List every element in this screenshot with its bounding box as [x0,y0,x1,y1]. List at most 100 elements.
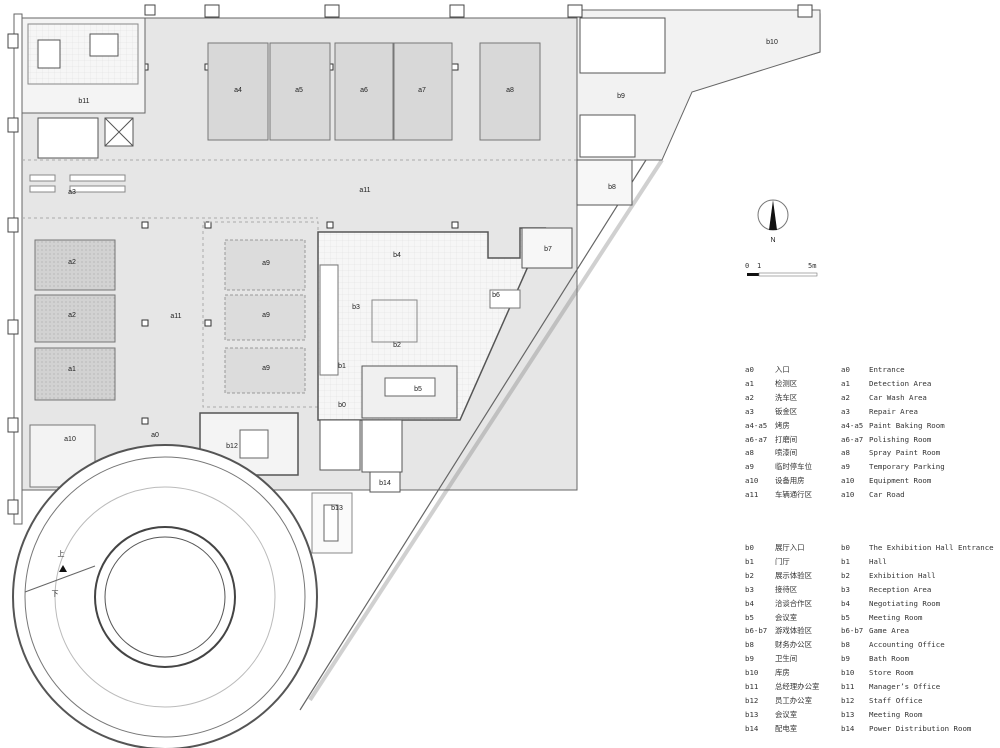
legend-code-en: b2 [841,570,850,580]
legend-code: b14 [745,723,759,733]
label-a8: a8 [506,87,514,94]
detection-bay [34,347,116,401]
legend-cn: 配电室 [775,723,798,733]
legend-en: Store Room [869,668,914,678]
legend-code: b5 [745,612,754,622]
legend-en: Repair Area [869,406,918,416]
sofa-icon [89,33,119,57]
legend-code-en: a3 [841,406,850,416]
legend-code: a10 [745,476,759,486]
label-a2b: a2 [68,312,76,319]
scale-bar [747,272,818,277]
legend-code: a6-a7 [745,434,768,444]
legend-cn: 洽谈合作区 [775,598,812,608]
legend-code: a9 [745,462,754,472]
legend-code-en: a6-a7 [841,434,864,444]
legend-cn: 财务办公区 [775,640,812,650]
legend-code: a11 [745,490,759,500]
scale-five: 5m [808,262,817,270]
label-b14: b14 [379,480,391,487]
legend-code: b10 [745,668,759,678]
ramp-arrow-icon [59,565,67,572]
ramp-down-label: 下 [52,590,59,598]
label-b0: b0 [338,402,346,409]
repair-area-benches [29,174,126,193]
legend-cn: 设备用房 [775,476,805,486]
legend-code-en: a10 [841,476,855,486]
legend-code-en: a0 [841,365,850,374]
scale-one: 1 [757,262,762,270]
legend-en: Power Distribution Room [869,723,972,733]
label-b10: b10 [766,39,778,46]
label-b8: b8 [608,184,616,191]
legend-code-en: b6-b7 [841,626,864,636]
legend-en: Temporary Parking [869,462,945,472]
legend-cn: 会议室 [775,709,798,719]
legend-en: Entrance [869,365,905,374]
legend-cn: 门厅 [775,556,790,566]
legend-cn: 展示体验区 [775,570,812,580]
label-b9: b9 [617,93,625,100]
label-b11: b11 [78,98,89,105]
label-a6: a6 [360,87,368,94]
accounting-office [576,159,633,206]
ramp-up-label: 上 [58,549,65,558]
legend-en: The Exhibition Hall Entrance [869,543,994,552]
legend-code-en: b4 [841,598,850,608]
legend-en: Game Area [869,626,910,636]
stairs-left [37,117,99,159]
legend-code-en: a2 [841,392,850,402]
legend-en: Meeting Room [869,709,923,719]
compass-north-label: N [770,237,775,244]
desk-icon [239,429,269,459]
label-b6: b6 [492,292,500,299]
legend-cn: 入口 [775,365,790,374]
legend-code: a8 [745,448,754,458]
meeting-table-icon [323,504,339,542]
legend-code: b11 [745,682,759,692]
stairs-center [319,419,361,471]
legend-en: Meeting Room [869,612,923,622]
legend-en: Exhibition Hall [869,570,936,580]
legend-code: a3 [745,406,754,416]
legend-cn: 打磨间 [775,434,798,444]
label-a1: a1 [68,366,76,373]
legend-en: Equipment Room [869,476,932,486]
scale-zero: 0 [745,262,750,270]
label-a11b: a11 [170,313,181,320]
legend-cn: 喷漆间 [775,448,798,458]
legend-en: Reception Area [869,584,932,594]
label-b3: b3 [352,304,360,311]
legend-cn: 车辆通行区 [775,490,812,500]
legend-cn: 展厅入口 [775,543,805,552]
label-b2: b2 [393,342,401,349]
legend-code: b6-b7 [745,626,768,636]
label-a7: a7 [418,87,426,94]
legend-code-en: b8 [841,640,850,650]
columns [7,4,813,515]
legend-cn: 库房 [775,668,790,678]
legend-cn: 总经理办公室 [775,682,820,692]
legend-code: a1 [745,378,754,388]
label-b13: b13 [331,505,343,512]
legend-code-en: b11 [841,682,855,692]
legend-cn: 游戏体验区 [775,626,812,636]
legend-code: a2 [745,392,754,402]
label-b7: b7 [544,246,552,253]
legend-code-en: a9 [841,462,850,472]
legend-code: b9 [745,654,754,664]
legend-en: Car Wash Area [869,392,927,402]
